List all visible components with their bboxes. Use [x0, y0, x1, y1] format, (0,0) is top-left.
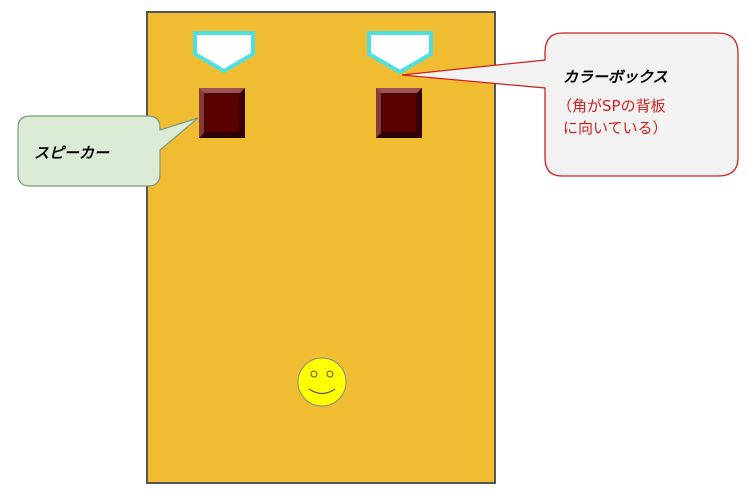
speaker-right — [376, 88, 422, 138]
speaker-callout-shape — [17, 115, 199, 187]
color-box-callout-shape — [401, 32, 739, 177]
speaker-label: スピーカー — [34, 144, 110, 162]
color-box-note-line1: （角がSPの背板 — [557, 97, 666, 115]
smiley-face-icon — [297, 357, 347, 407]
color-box-note-line2: に向いている） — [563, 119, 668, 137]
speaker-left — [199, 88, 245, 138]
color-box-right — [367, 31, 433, 75]
color-box-left — [193, 31, 255, 74]
color-box-label: カラーボックス — [563, 68, 668, 86]
